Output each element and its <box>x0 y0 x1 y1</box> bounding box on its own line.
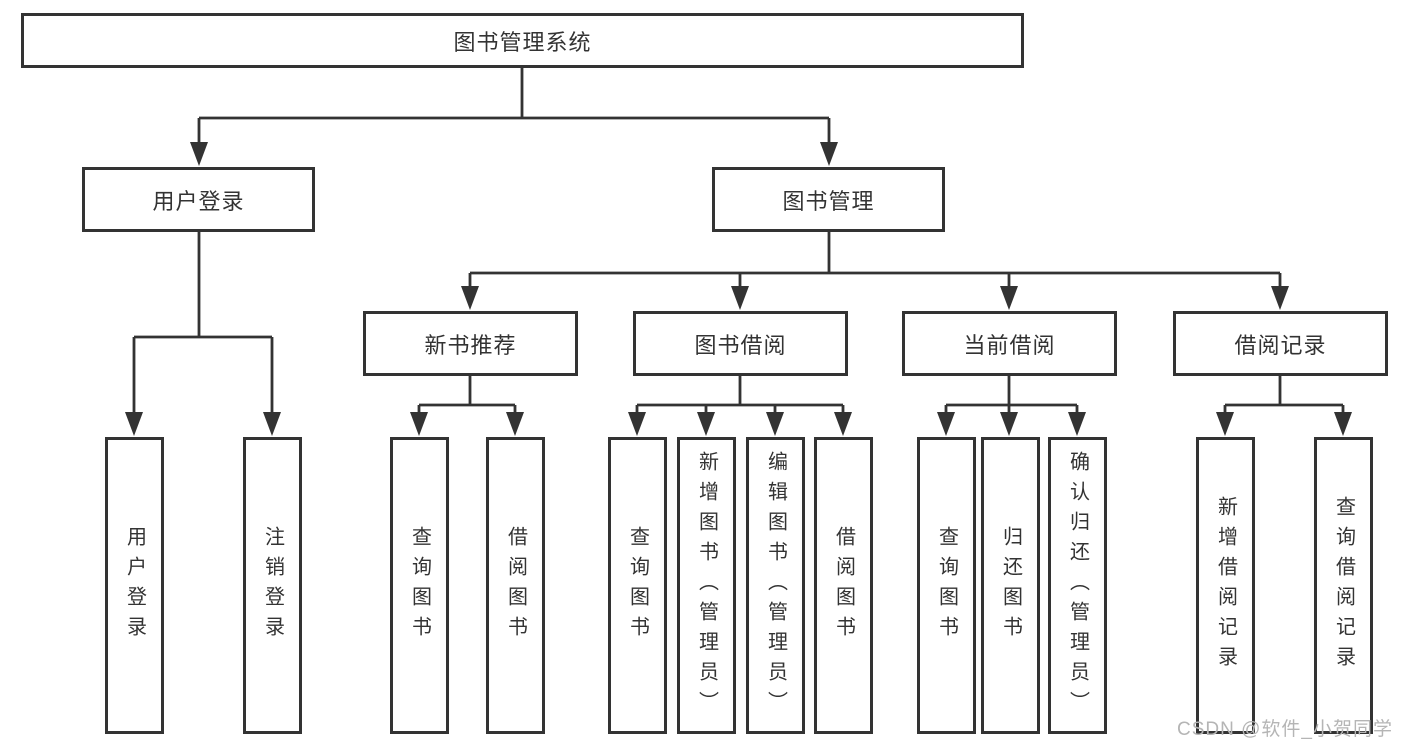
node-root-system: 图书管理系统 <box>21 13 1024 68</box>
leaf-borrowing-edit-books-admin: 编辑图书（管理员） <box>746 437 805 734</box>
leaf-borrowing-query-books: 查询图书 <box>608 437 667 734</box>
leaf-records-add-record: 新增借阅记录 <box>1196 437 1255 734</box>
node-book-management: 图书管理 <box>712 167 945 232</box>
leaf-logout: 注销登录 <box>243 437 302 734</box>
leaf-borrowing-add-books-admin: 新增图书（管理员） <box>677 437 736 734</box>
leaf-records-query-record: 查询借阅记录 <box>1314 437 1373 734</box>
node-current-borrowing: 当前借阅 <box>902 311 1117 376</box>
leaf-current-confirm-return-admin: 确认归还（管理员） <box>1048 437 1107 734</box>
node-borrow-records: 借阅记录 <box>1173 311 1388 376</box>
csdn-watermark: CSDN @软件_小贺同学 <box>1177 719 1393 740</box>
leaf-newbooks-borrow-books: 借阅图书 <box>486 437 545 734</box>
leaf-newbooks-query-books: 查询图书 <box>390 437 449 734</box>
node-book-borrowing: 图书借阅 <box>633 311 848 376</box>
leaf-user-login: 用户登录 <box>105 437 164 734</box>
node-new-book-recommend: 新书推荐 <box>363 311 578 376</box>
node-user-login: 用户登录 <box>82 167 315 232</box>
leaf-current-return-books: 归还图书 <box>981 437 1040 734</box>
leaf-borrowing-borrow-books: 借阅图书 <box>814 437 873 734</box>
leaf-current-query-books: 查询图书 <box>917 437 976 734</box>
